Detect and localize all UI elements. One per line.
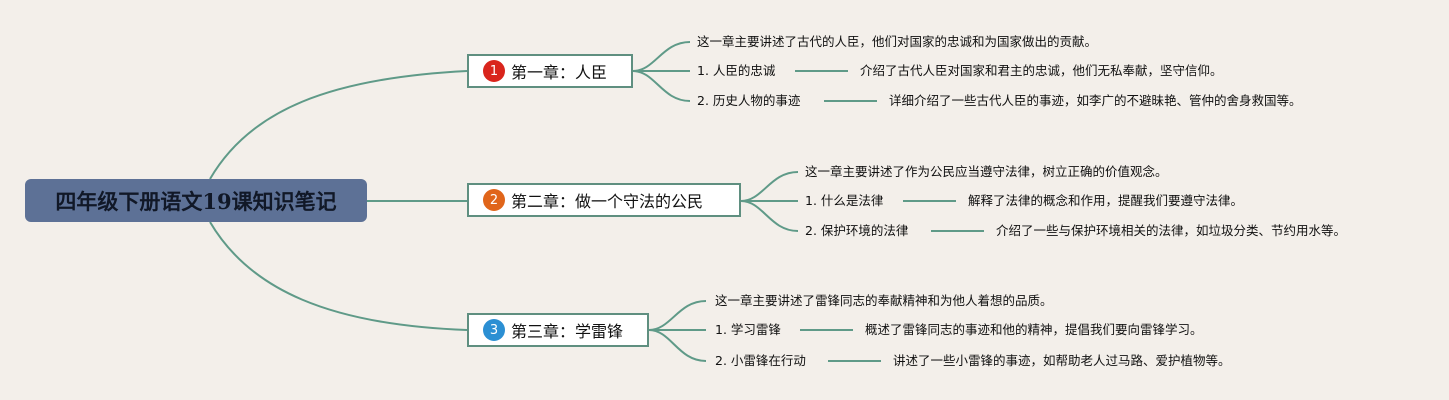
- chapter-1-summary[interactable]: 这一章主要讲述了古代的人臣，他们对国家的忠诚和为国家做出的贡献。: [697, 34, 1098, 49]
- chapter-1-item-2-label[interactable]: 2. 历史人物的事迹: [697, 93, 801, 108]
- link-root-chapter-3: [209, 221, 468, 331]
- chapter-2-summary[interactable]: 这一章主要讲述了作为公民应当遵守法律，树立正确的价值观念。: [805, 164, 1168, 179]
- chapter-2-item-2-desc[interactable]: 介绍了一些与保护环境相关的法律，如垃圾分类、节约用水等。: [996, 223, 1347, 238]
- chapter-title: 第二章：做一个守法的公民: [511, 192, 704, 211]
- chapter-1-item-2-desc[interactable]: 详细介绍了一些古代人臣的事迹，如李广的不避昧艳、管仲的舍身救国等。: [889, 93, 1302, 108]
- chapter-3-item-1-desc[interactable]: 概述了雷锋同志的事迹和他的精神，提倡我们要向雷锋学习。: [865, 322, 1203, 337]
- root-title: 四年级下册语文19课知识笔记: [55, 188, 337, 214]
- root-topic[interactable]: 四年级下册语文19课知识笔记: [25, 179, 367, 222]
- chapter-2-item-2-label[interactable]: 2. 保护环境的法律: [805, 223, 909, 238]
- link-ch1-item2: [632, 70, 691, 102]
- chapter-2-node[interactable]: 2 第二章：做一个守法的公民: [467, 183, 741, 217]
- link-root-chapter-1: [209, 70, 468, 180]
- chapter-3-item-1-label[interactable]: 1. 学习雷锋: [715, 322, 781, 337]
- chapter-3-item-2-label[interactable]: 2. 小雷锋在行动: [715, 353, 806, 368]
- link-ch1-summary: [632, 41, 691, 72]
- link-ch3-summary: [648, 300, 707, 331]
- chapter-3-summary[interactable]: 这一章主要讲述了雷锋同志的奉献精神和为他人着想的品质。: [715, 293, 1053, 308]
- chapter-1-item-1-desc[interactable]: 介绍了古代人臣对国家和君主的忠诚，他们无私奉献，坚守信仰。: [860, 63, 1223, 78]
- chapter-2-item-1-desc[interactable]: 解释了法律的概念和作用，提醒我们要遵守法律。: [968, 193, 1244, 208]
- chapter-3-item-2-desc[interactable]: 讲述了一些小雷锋的事迹，如帮助老人过马路、爱护植物等。: [893, 353, 1231, 368]
- chapter-title: 第一章：人臣: [511, 63, 608, 82]
- number-badge-icon: 2: [483, 189, 505, 211]
- link-ch2-summary: [740, 171, 799, 202]
- link-ch2-item2: [740, 200, 799, 232]
- number-badge-icon: 1: [483, 60, 505, 82]
- chapter-3-node[interactable]: 3 第三章：学雷锋: [467, 313, 649, 347]
- chapter-title: 第三章：学雷锋: [511, 322, 624, 341]
- link-ch3-item2: [648, 329, 707, 362]
- number-badge-icon: 3: [483, 319, 505, 341]
- chapter-1-node[interactable]: 1 第一章：人臣: [467, 54, 633, 88]
- chapter-2-item-1-label[interactable]: 1. 什么是法律: [805, 193, 884, 208]
- chapter-1-item-1-label[interactable]: 1. 人臣的忠诚: [697, 63, 776, 78]
